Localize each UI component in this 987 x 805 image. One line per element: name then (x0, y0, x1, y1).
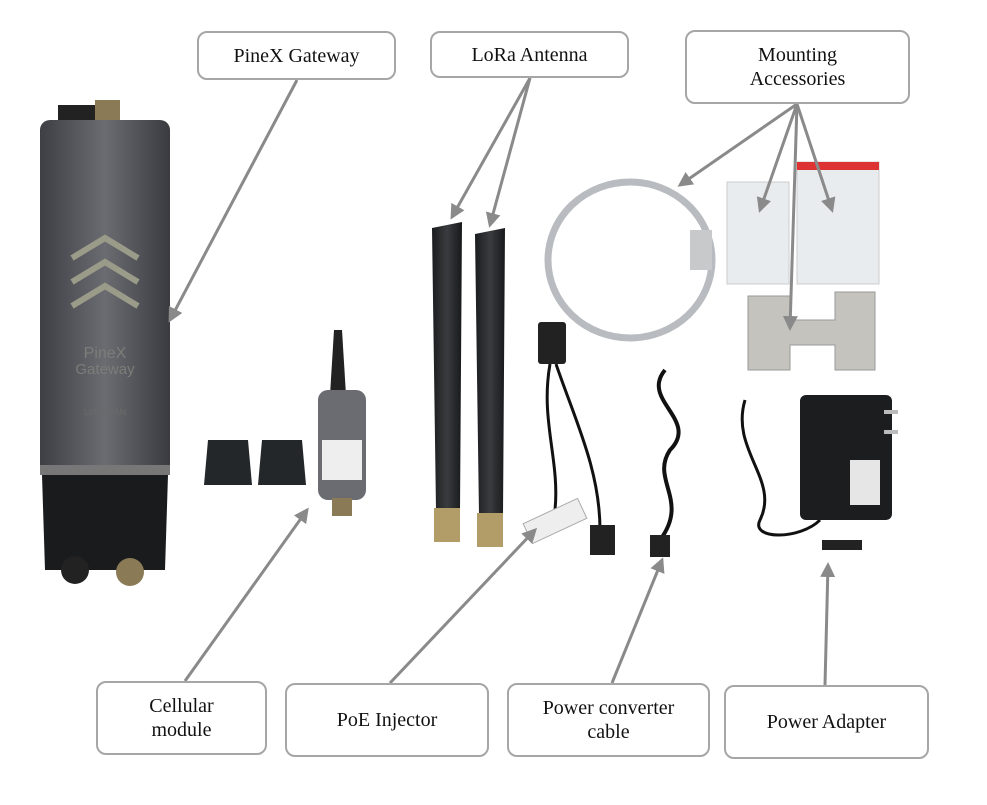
poe-cables (545, 363, 602, 531)
arrow-mounting-bracket (782, 103, 799, 331)
adapter-prong-1 (884, 410, 898, 414)
lorawan-logo: LoRaWAN (84, 407, 126, 417)
power-converter-cable (656, 368, 681, 542)
lora-antenna-2-connector (477, 513, 503, 547)
converter-plug (650, 535, 670, 557)
gateway-ring (40, 465, 170, 475)
pinex-gateway: PineX Gateway LoRaWAN (40, 100, 170, 586)
label-lora-antenna: LoRa Antenna (430, 31, 629, 78)
gland-cap-1 (204, 440, 252, 485)
poe-injector (522, 322, 615, 555)
gateway-brand-marking-2: Gateway (75, 361, 135, 378)
arrow-adapter (820, 562, 836, 686)
adapter-prong-2 (884, 430, 898, 434)
label-mounting-accessories: Mounting Accessories (685, 30, 910, 104)
hose-clamp (544, 178, 716, 342)
arrow-gateway (168, 79, 299, 323)
arrow-mounting-clamp (677, 102, 798, 187)
gateway-gland-1 (61, 556, 89, 584)
arrow-antenna-1 (450, 77, 532, 220)
poe-rj45-plug (590, 525, 615, 555)
adapter-dc-plug (822, 540, 862, 550)
clamp-screw (690, 230, 712, 270)
lora-antenna-2 (475, 228, 505, 515)
arrow-converter (610, 557, 665, 684)
label-pinex-gateway: PineX Gateway (197, 31, 396, 80)
gland-cap-2 (258, 440, 306, 485)
screw-bag-1 (726, 181, 790, 285)
lora-antennas (432, 222, 505, 547)
arrow-antenna-2 (485, 77, 532, 228)
lora-antenna-1-connector (434, 508, 460, 542)
label-power-adapter: Power Adapter (724, 685, 929, 759)
arrow-mounting-bag-2 (795, 103, 836, 213)
gateway-body (40, 120, 170, 475)
label-poe-injector: PoE Injector (285, 683, 489, 757)
cellular-connector (332, 498, 352, 516)
gateway-brand-marking: PineX (84, 345, 127, 362)
gateway-logo-chevrons (70, 234, 140, 309)
bag-seal (797, 162, 879, 170)
gateway-gland-2 (116, 558, 144, 586)
screw-bag-2 (796, 161, 880, 285)
label-power-converter-cable: Power converter cable (507, 683, 710, 757)
arrow-mounting-bag-1 (756, 103, 799, 213)
label-cellular-module: Cellular module (96, 681, 267, 755)
lora-antenna-1 (432, 222, 462, 510)
cellular-antenna (330, 330, 346, 395)
adapter-cable (740, 399, 822, 537)
arrow-cellular (183, 507, 309, 682)
gateway-bottom-housing (42, 475, 168, 570)
poe-injector-body (538, 322, 566, 364)
cellular-caution-label (322, 440, 362, 480)
arrow-poe (388, 527, 538, 685)
mounting-bracket (747, 291, 876, 371)
cellular-module (318, 330, 366, 516)
adapter-label (850, 460, 880, 505)
